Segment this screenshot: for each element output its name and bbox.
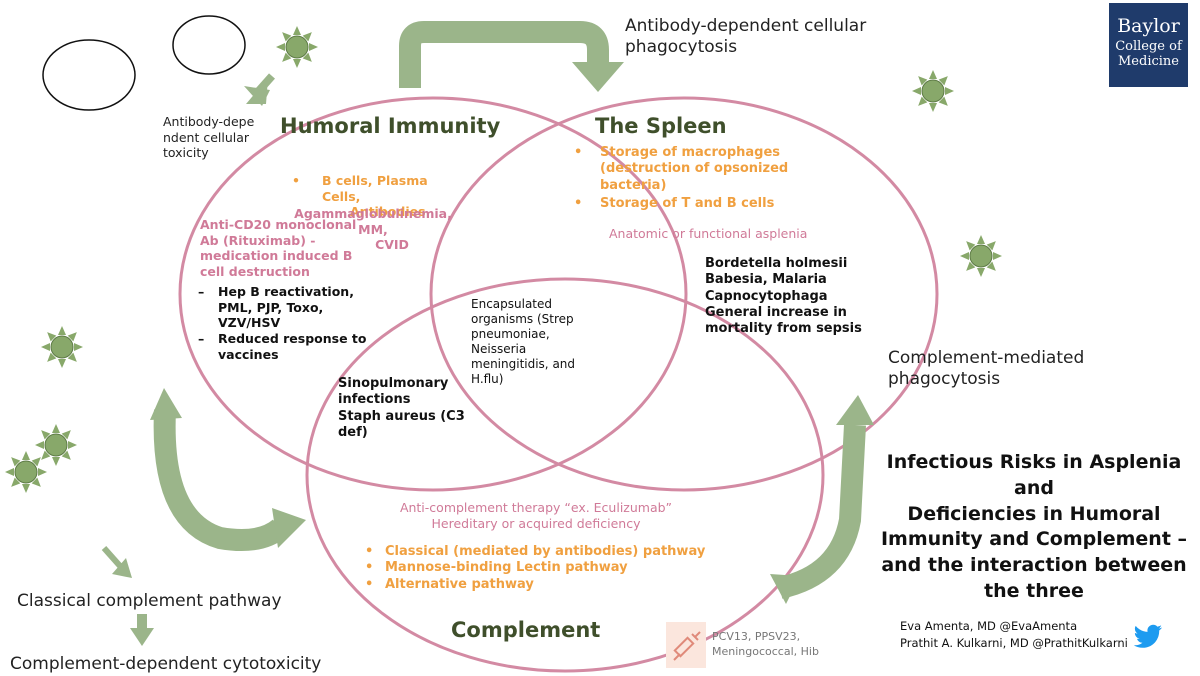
complement-pathways: Classical (mediated by antibodies) pathw… [361, 544, 705, 593]
syringe-icon [666, 622, 706, 668]
cdc-arrow [130, 614, 154, 646]
page-title: Infectious Risks in Asplenia and Deficie… [880, 451, 1188, 603]
list-item: Alternative pathway [361, 577, 705, 594]
list-item: Reduced response to vaccines [196, 331, 367, 362]
spleen-infections: Bordetella holmesii Babesia, Malaria Cap… [705, 256, 862, 336]
humoral-complement-overlap: Sinopulmonary infections Staph aureus (C… [338, 376, 465, 440]
sun-icon [4, 450, 48, 494]
sun-icon [40, 325, 84, 369]
left-arrow [153, 409, 288, 551]
humoral-bullet: •B cells, Plasma Cells, Antibodies [292, 173, 428, 220]
complement-heading: Complement [451, 618, 601, 642]
vaccines-box: PCV13, PPSV23, Meningococcal, Hib [666, 620, 844, 672]
sun-icon [959, 234, 1003, 278]
spleen-asplenia: Anatomic or functional asplenia [609, 226, 808, 241]
classical-label: Classical complement pathway [17, 591, 282, 611]
adcc-label: Antibody-depe ndent cellular toxicity [163, 114, 255, 161]
list-item: Hep B reactivation, PML, PJP, Toxo, VZV/… [196, 284, 367, 331]
humoral-heading: Humoral Immunity [280, 114, 501, 138]
credits: Eva Amenta, MD @EvaAmenta Prathit A. Kul… [900, 619, 1128, 650]
baylor-logo: Baylor College of Medicine [1109, 3, 1188, 87]
humoral-risks: Hep B reactivation, PML, PJP, Toxo, VZV/… [196, 284, 367, 362]
vaccines-text: PCV13, PPSV23, Meningococcal, Hib [712, 630, 819, 659]
spleen-heading: The Spleen [595, 114, 727, 138]
center-organisms: Encapsulated organisms (Strep pneumoniae… [471, 297, 576, 386]
humoral-drug: Anti-CD20 monoclonal Ab (Rituximab) - me… [200, 217, 357, 279]
sun-icon [911, 69, 955, 113]
cmp-label: Complement-mediated phagocytosis [888, 348, 1085, 390]
spleen-circle [429, 96, 939, 492]
twitter-bird-icon[interactable] [1133, 624, 1163, 650]
humoral-circle [178, 96, 688, 492]
complement-circle [305, 277, 825, 673]
top-arrow [399, 21, 609, 88]
classical-arrow [101, 546, 132, 578]
spleen-bullets: Storage of macrophages (destruction of o… [570, 145, 788, 212]
list-item: Storage of T and B cells [570, 196, 788, 213]
list-item: Mannose-binding Lectin pathway [361, 560, 705, 577]
cdc-label: Complement-dependent cytotoxicity [10, 654, 322, 674]
sun-icon [275, 25, 319, 69]
adcc-arrow [244, 73, 275, 106]
complement-therapy: Anti-complement therapy “ex. Eculizumab”… [399, 500, 673, 531]
list-item: Classical (mediated by antibodies) pathw… [361, 544, 705, 561]
cell-oval-2 [172, 15, 246, 75]
humoral-diseases: Agammaglobulinemia, MM, CVID [294, 206, 452, 253]
adcp-label: Antibody-dependent cellular phagocytosis [625, 16, 867, 58]
cell-oval-1 [42, 39, 136, 111]
list-item: Storage of macrophages (destruction of o… [570, 145, 788, 194]
right-arrow [777, 424, 866, 599]
sun-icon [34, 423, 78, 467]
